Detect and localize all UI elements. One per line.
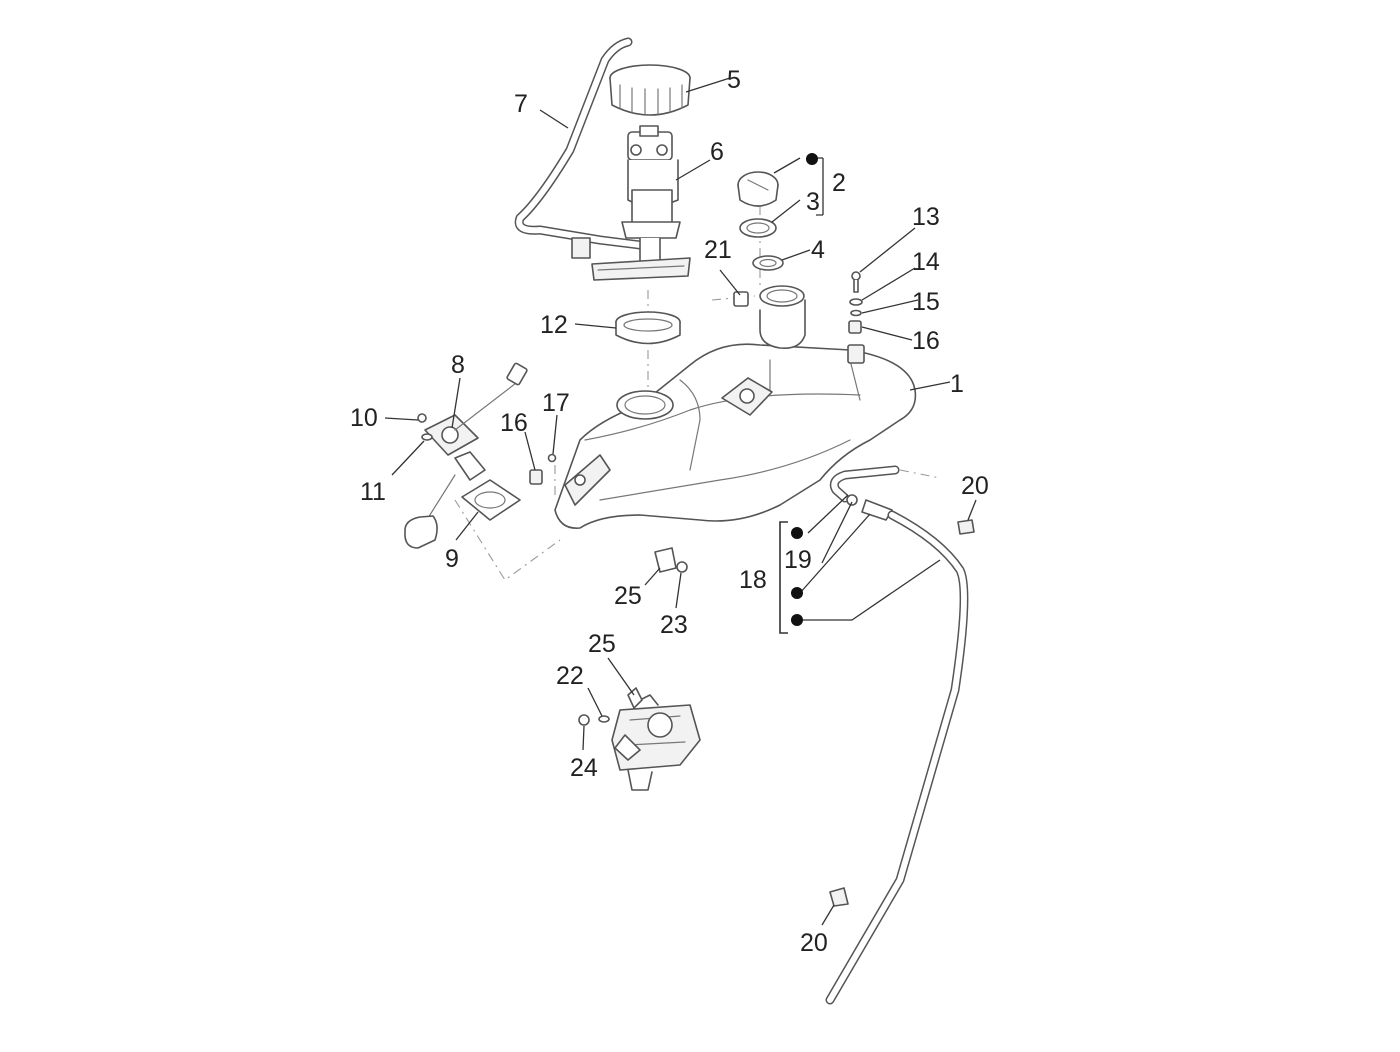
screw-24[interactable] bbox=[578, 714, 590, 726]
callout-17: 17 bbox=[542, 389, 570, 417]
pump-gasket[interactable] bbox=[615, 311, 681, 345]
callout-23: 23 bbox=[660, 611, 688, 639]
callout-8: 8 bbox=[451, 351, 465, 379]
washer-15[interactable] bbox=[850, 309, 862, 317]
callout-22: 22 bbox=[556, 662, 584, 690]
ring-nut[interactable] bbox=[609, 64, 691, 116]
bolt-13[interactable] bbox=[851, 271, 861, 293]
sender-gasket[interactable] bbox=[461, 479, 521, 521]
callout-20-lower: 20 bbox=[800, 929, 828, 957]
vent-valve[interactable] bbox=[733, 291, 749, 307]
callout-16-left: 16 bbox=[500, 409, 528, 437]
callout-18: 18 bbox=[739, 566, 767, 594]
neck-washer[interactable] bbox=[752, 255, 784, 271]
callout-21: 21 bbox=[704, 236, 732, 264]
fuel-tank[interactable] bbox=[554, 285, 917, 529]
callout-labels: 1 2 3 4 5 6 7 8 9 10 11 12 13 14 15 16 1… bbox=[350, 66, 989, 957]
washer-14[interactable] bbox=[849, 298, 863, 306]
callout-13: 13 bbox=[912, 203, 940, 231]
callout-16-right: 16 bbox=[912, 327, 940, 355]
callout-25-lower: 25 bbox=[588, 630, 616, 658]
callout-12: 12 bbox=[540, 311, 568, 339]
clip-20-upper[interactable] bbox=[957, 519, 975, 535]
kit-markers bbox=[791, 153, 818, 626]
callout-20-upper: 20 bbox=[961, 472, 989, 500]
washer-11[interactable] bbox=[421, 433, 433, 441]
cap-seal[interactable] bbox=[739, 218, 777, 238]
washer-22[interactable] bbox=[598, 715, 610, 723]
callout-4: 4 bbox=[811, 236, 825, 264]
bracket-18 bbox=[779, 521, 788, 634]
fuel-pump[interactable] bbox=[591, 125, 691, 281]
callout-10: 10 bbox=[350, 404, 378, 432]
fuel-level-sender[interactable] bbox=[404, 362, 528, 549]
callout-9: 9 bbox=[445, 545, 459, 573]
callout-25-tank: 25 bbox=[614, 582, 642, 610]
callout-15: 15 bbox=[912, 288, 940, 316]
callout-2: 2 bbox=[832, 169, 846, 197]
fitting-25-lower[interactable] bbox=[627, 687, 643, 709]
callout-5: 5 bbox=[727, 66, 741, 94]
clip-16-left[interactable] bbox=[529, 469, 543, 485]
filler-cap[interactable] bbox=[737, 171, 779, 207]
callout-7: 7 bbox=[514, 90, 528, 118]
fitting-17[interactable] bbox=[547, 453, 557, 463]
callout-1: 1 bbox=[950, 370, 964, 398]
nut-10[interactable] bbox=[417, 413, 427, 423]
screw-23[interactable] bbox=[676, 561, 688, 573]
callout-19: 19 bbox=[784, 546, 812, 574]
leader-lines bbox=[384, 77, 977, 926]
callout-3: 3 bbox=[806, 188, 820, 216]
breather-hose[interactable] bbox=[825, 465, 969, 1005]
clip-20-lower[interactable] bbox=[829, 887, 849, 907]
callout-24: 24 bbox=[570, 754, 598, 782]
fuel-return-hose[interactable] bbox=[514, 37, 645, 259]
throttle-body-assembly[interactable] bbox=[611, 694, 701, 791]
callout-14: 14 bbox=[912, 248, 940, 276]
callout-6: 6 bbox=[710, 138, 724, 166]
clip-16-right[interactable] bbox=[848, 320, 862, 334]
callout-11: 11 bbox=[360, 478, 386, 506]
drain-fitting-25[interactable] bbox=[654, 547, 677, 573]
